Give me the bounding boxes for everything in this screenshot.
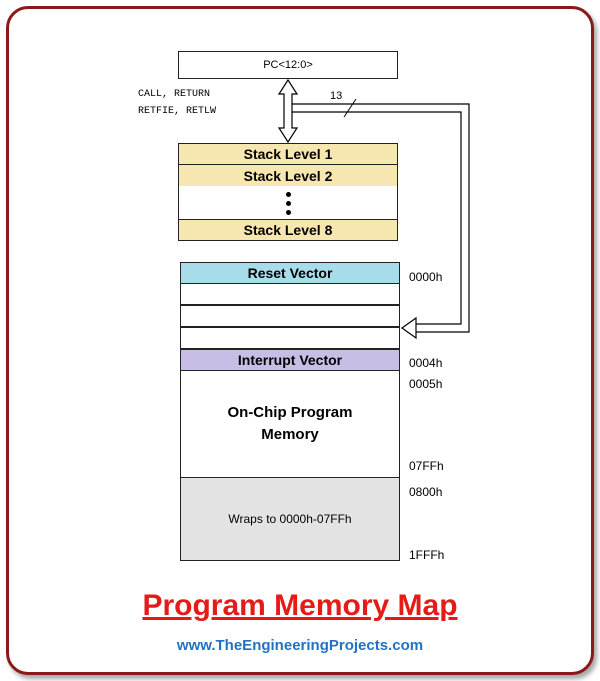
on-chip-program-memory: On-Chip Program Memory	[180, 371, 400, 478]
stack-level-1: Stack Level 1	[178, 143, 398, 165]
stack-ellipsis-dot	[286, 210, 291, 215]
pc-register-box: PC<12:0>	[178, 51, 398, 79]
interrupt-vector: Interrupt Vector	[180, 349, 400, 371]
address-0000h: 0000h	[409, 270, 443, 284]
call-return-label: CALL, RETURN	[138, 89, 211, 100]
wraps-region: Wraps to 0000h-07FFh	[180, 477, 400, 561]
address-0800h: 0800h	[409, 485, 443, 499]
pc-stack-double-arrow-icon	[277, 78, 299, 144]
address-0005h: 0005h	[409, 377, 443, 391]
memory-slot	[180, 283, 400, 305]
retfie-retlw-label: RETFIE, RETLW	[138, 106, 217, 117]
stack-level-2: Stack Level 2	[178, 165, 398, 187]
on-chip-label: On-Chip Program Memory	[227, 404, 353, 443]
stack-level-8: Stack Level 8	[178, 219, 398, 241]
bus-width-slash-icon	[343, 98, 357, 118]
stack-ellipsis-dot	[286, 192, 291, 197]
website-url: www.TheEngineeringProjects.com	[176, 637, 424, 654]
address-1fffh: 1FFFh	[409, 548, 445, 562]
stack-ellipsis-dot	[286, 201, 291, 206]
bus-arrowhead-icon	[400, 316, 417, 340]
memory-slot	[180, 327, 400, 349]
page-title: Program Memory Map	[142, 589, 458, 622]
bus-width-label: 13	[330, 90, 343, 102]
pc-bus-arrow-icon	[292, 103, 470, 333]
memory-slot	[180, 305, 400, 327]
address-0004h: 0004h	[409, 356, 443, 370]
address-07ffh: 07FFh	[409, 459, 444, 473]
